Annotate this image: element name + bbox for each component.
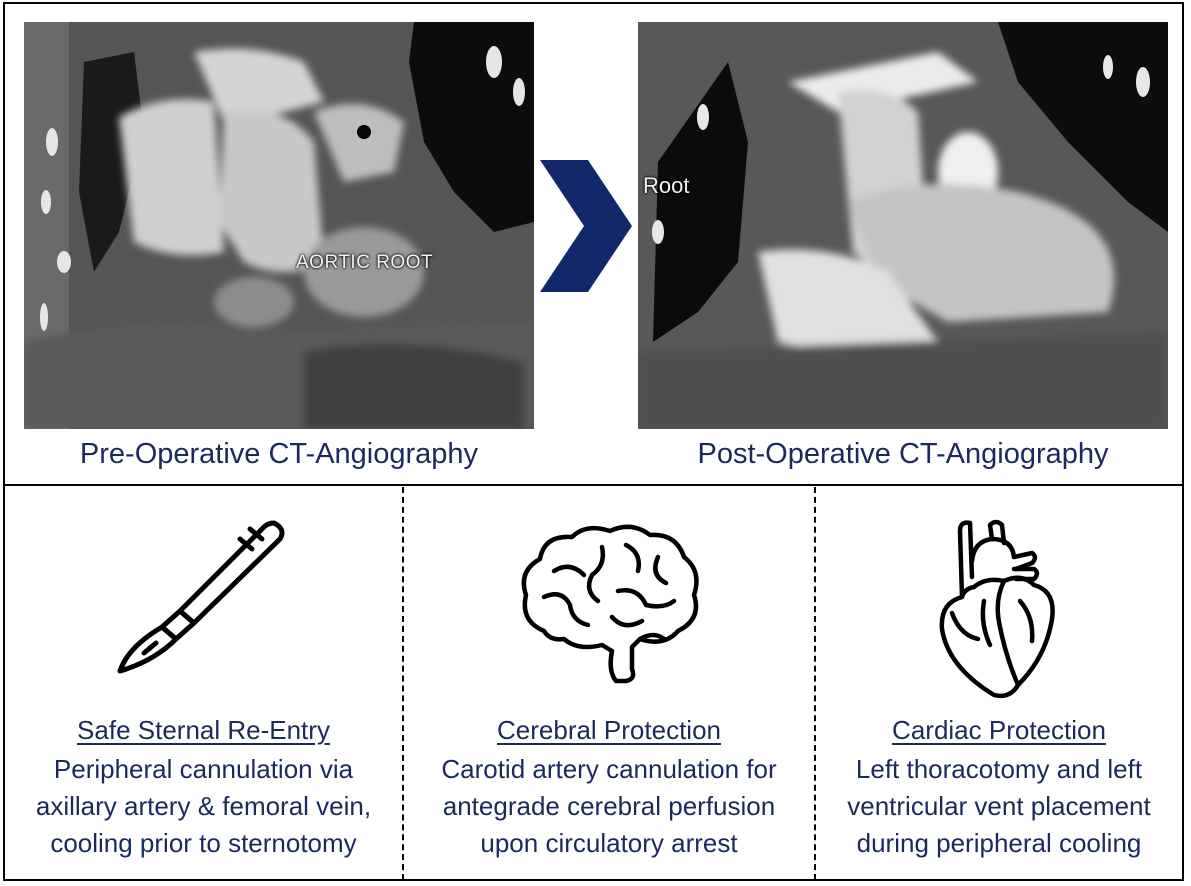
brain-icon <box>521 524 699 684</box>
pre-operative-ct-image <box>24 22 534 429</box>
scalpel-icon <box>117 520 284 674</box>
safe-sternal-re-entry-text: Peripheral cannulation via axillary arte… <box>5 751 402 862</box>
column-cerebral-protection: Cerebral Protection Carotid artery cannu… <box>404 487 814 880</box>
post-operative-ct-image <box>638 22 1168 429</box>
post-operative-caption: Post-Operative CT-Angiography <box>697 438 1109 470</box>
root-label: Root <box>643 173 690 198</box>
text-line: Peripheral cannulation via <box>53 754 354 784</box>
cardiac-protection-title: Cardiac Protection <box>892 715 1106 745</box>
text-line: axillary artery & femoral vein, <box>35 791 372 821</box>
column-divider-1 <box>402 487 404 880</box>
heart-icon <box>939 519 1055 699</box>
aortic-root-label: AORTIC ROOT <box>296 252 434 273</box>
section-divider <box>3 484 1184 486</box>
cerebral-protection-text: Carotid artery cannulation for antegrade… <box>404 751 814 862</box>
safe-sternal-re-entry-title: Safe Sternal Re-Entry <box>77 715 330 745</box>
cardiac-protection-text: Left thoracotomy and left ventricular ve… <box>816 751 1182 862</box>
chevron-right-icon <box>540 160 632 292</box>
pre-operative-caption: Pre-Operative CT-Angiography <box>79 438 479 470</box>
text-line: upon circulatory arrest <box>480 828 738 858</box>
text-line: Carotid artery cannulation for <box>441 754 777 784</box>
column-divider-2 <box>814 487 816 880</box>
text-line: antegrade cerebral perfusion <box>442 791 776 821</box>
cerebral-protection-title: Cerebral Protection <box>497 715 721 745</box>
text-line: ventricular vent placement <box>847 791 1151 821</box>
text-line: Left thoracotomy and left <box>855 754 1143 784</box>
column-cardiac-protection: Cardiac Protection Left thoracotomy and … <box>816 487 1182 880</box>
text-line: cooling prior to sternotomy <box>50 828 357 858</box>
column-safe-sternal-re-entry: Safe Sternal Re-Entry Peripheral cannula… <box>5 487 402 880</box>
text-line: during peripheral cooling <box>856 828 1142 858</box>
